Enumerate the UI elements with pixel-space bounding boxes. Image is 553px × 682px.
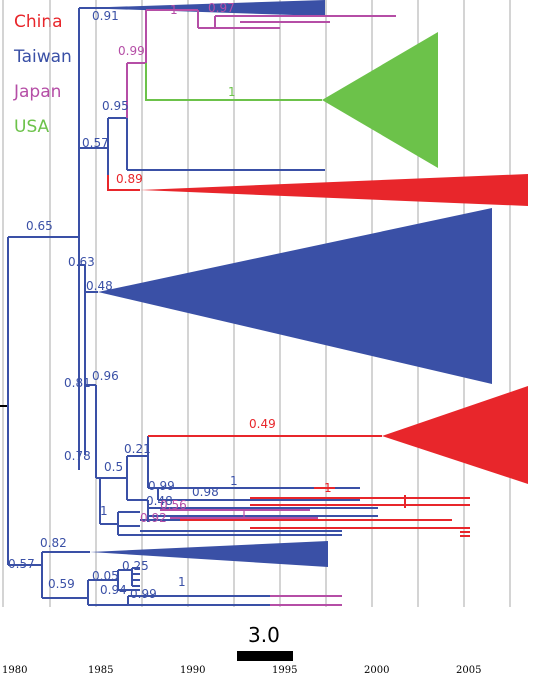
support-label: 1 [100,504,108,518]
support-label: 0.25 [122,559,149,573]
support-label: 1 [228,85,236,99]
year-tick: 1985 [88,665,114,676]
support-label: 0.81 [64,376,91,390]
scale-label: 3.0 [248,623,280,647]
usa-clade [322,32,438,168]
scale-bar [237,651,293,661]
support-label: 0.78 [64,449,91,463]
support-label: 0.05 [92,569,119,583]
support-label: 1 [170,3,178,17]
support-label: 0.89 [116,172,143,186]
china-clade-top [140,174,528,206]
year-tick: 2005 [456,665,482,676]
support-label: 0.94 [100,583,127,597]
year-tick: 2000 [364,665,390,676]
support-label: 0.59 [48,577,75,591]
support-label: 0.21 [124,442,151,456]
usa-branch [145,63,322,101]
support-label: 0.92 [140,511,167,525]
support-label: 0.56 [160,498,187,512]
support-label: 1 [178,575,186,589]
support-label: 0.99 [130,587,157,601]
support-label: 0.48 [146,494,173,508]
support-label: 0.5 [104,460,123,474]
support-label: 0.57 [82,136,109,150]
legend-taiwan: Taiwan [14,47,72,67]
support-values: 0.91 1 0.97 0.99 1 0.95 0.57 0.89 0.65 0… [8,1,332,601]
china-clade-middle [382,386,528,484]
japan-branches [126,9,396,606]
support-label: 1 [240,507,248,521]
support-label: 0.99 [118,44,145,58]
year-tick: 1980 [2,665,28,676]
taiwan-clade-top [79,0,325,16]
support-label: 0.95 [102,99,129,113]
taiwan-clade-large [98,208,492,384]
support-label: 0.49 [249,417,276,431]
support-label: 0.57 [8,557,35,571]
china-branches [107,175,470,537]
tree-svg: 0.91 1 0.97 0.99 1 0.95 0.57 0.89 0.65 0… [0,0,528,607]
year-tick: 1990 [180,665,206,676]
support-label: 0.63 [68,255,95,269]
support-label: 0.48 [86,279,113,293]
support-label: 1 [324,481,332,495]
support-label: 0.65 [26,219,53,233]
support-label: 1 [230,474,238,488]
support-label: 0.99 [148,479,175,493]
support-label: 0.82 [40,536,67,550]
year-tick: 1995 [272,665,298,676]
support-label: 0.97 [208,1,235,15]
legend-usa: USA [14,117,50,137]
support-label: 0.96 [92,369,119,383]
support-label: 0.98 [192,485,219,499]
support-label: 0.91 [92,9,119,23]
taiwan-clade-bottom [90,541,328,567]
